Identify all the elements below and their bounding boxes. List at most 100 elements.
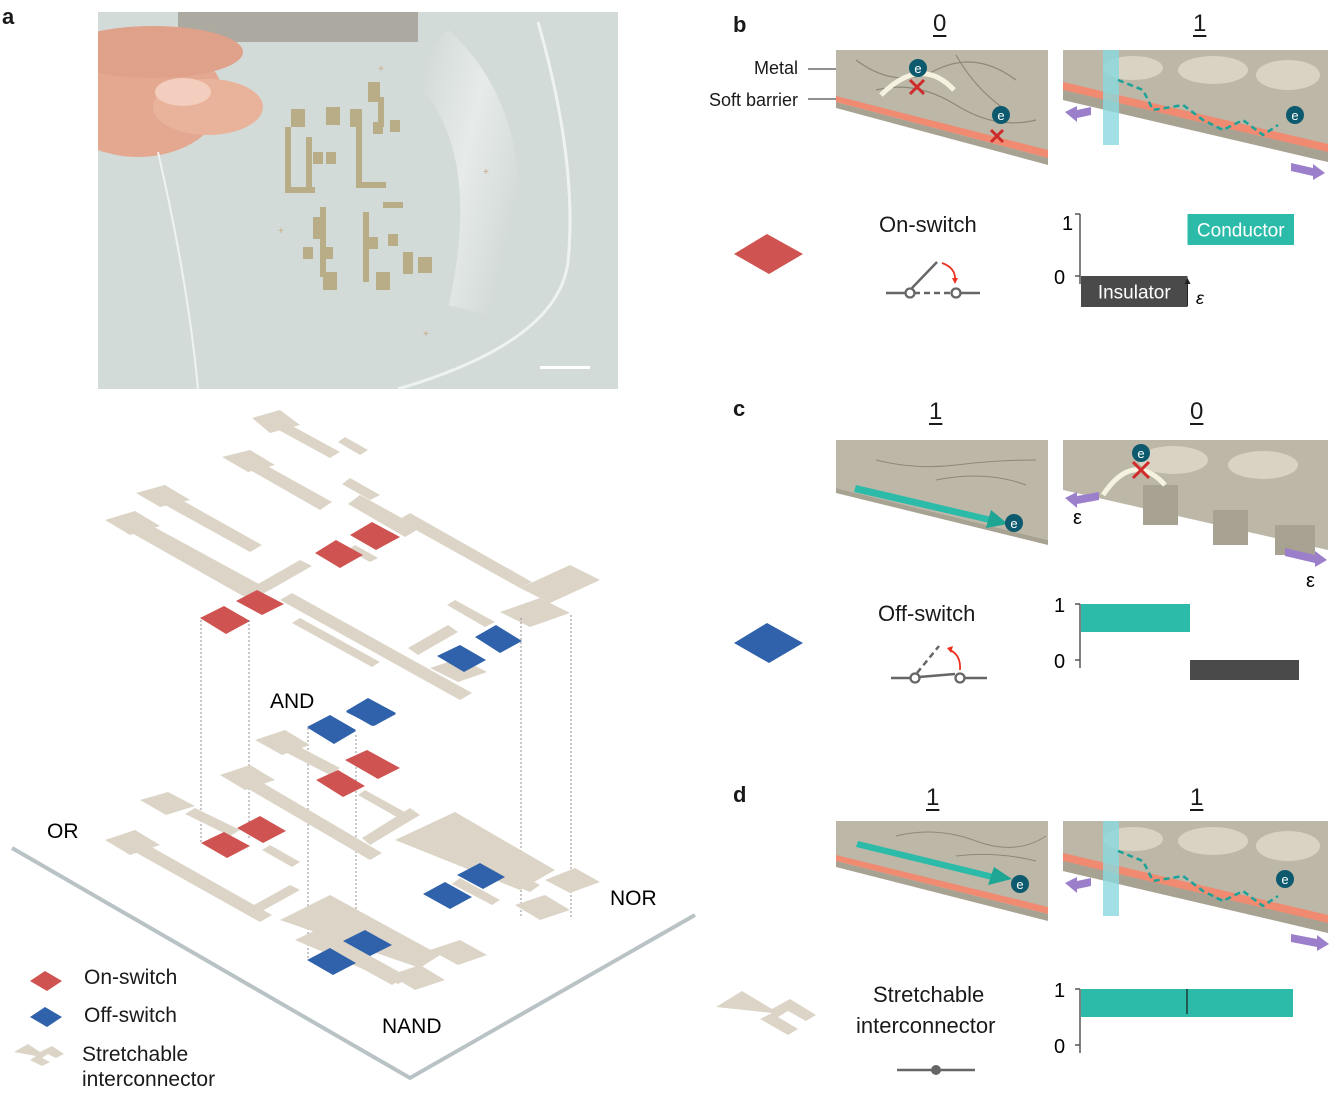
strain-label: ε — [1306, 570, 1315, 590]
off-switch-pad — [307, 715, 356, 742]
on-switch-pad — [345, 750, 400, 779]
off-switch-pad — [343, 930, 392, 956]
substrate-edge — [10, 846, 696, 1081]
on-switch-title: On-switch — [879, 212, 977, 237]
on-switch-pad — [350, 522, 400, 550]
interconnector-icon — [14, 1044, 64, 1066]
on-switch-diamond-icon — [734, 234, 803, 274]
gate-label-nor: NOR — [610, 887, 657, 910]
electron: e — [1010, 516, 1017, 531]
legend-off-switch: Off-switch — [84, 1004, 177, 1027]
photo-illustration: + + + + — [98, 12, 618, 389]
gate-label-or: OR — [47, 820, 79, 843]
state-d-left: 1 — [926, 784, 940, 811]
strain-arrow-right — [1291, 163, 1325, 180]
film-d-1: e — [836, 821, 1048, 921]
state-d-right: 1 — [1190, 784, 1204, 811]
panel-b-label: b — [733, 12, 747, 37]
alignment-marks: + + + + — [278, 64, 489, 340]
state-c-right: 0 — [1190, 398, 1204, 425]
off-switch-pad — [346, 700, 396, 726]
y-tick-1: 1 — [1054, 595, 1065, 617]
bar-label-insulator: Insulator — [1098, 283, 1172, 304]
svg-text:+: + — [423, 329, 429, 340]
film-b-1: e — [1063, 50, 1328, 180]
label-leader-lines — [808, 68, 840, 100]
on-switch-symbol-icon — [886, 261, 980, 299]
logic-gate-diagram: AND OR NOR NAND — [10, 410, 696, 1081]
gate-label-and: AND — [270, 690, 314, 713]
off-switch-diamond-icon — [734, 623, 803, 663]
off-switch-pad — [307, 948, 356, 975]
state-b-left: 0 — [933, 10, 947, 37]
bar-conductor — [1081, 989, 1187, 1017]
chart-off-switch: 1 0 — [1054, 595, 1299, 680]
circuit-photo: + + + + — [98, 12, 618, 389]
legend-on-switch: On-switch — [84, 966, 178, 989]
strain-arrow-left — [1065, 106, 1091, 122]
bar-insulator — [1081, 276, 1188, 307]
bar-conductor — [1187, 214, 1294, 245]
blue-diamond-icon — [30, 1007, 62, 1027]
electron: e — [1016, 877, 1023, 892]
label-soft-barrier: Soft barrier — [709, 90, 799, 110]
y-tick-0: 0 — [1054, 267, 1065, 289]
state-b-right: 1 — [1193, 10, 1207, 37]
on-switch-pad — [315, 540, 363, 568]
strain-label: ε — [1196, 288, 1205, 308]
film-b-0: e e — [836, 50, 1048, 165]
film-c-0: e ε ε — [1063, 440, 1328, 590]
y-tick-1: 1 — [1062, 213, 1073, 235]
label-metal: Metal — [754, 58, 799, 78]
interconnector-title-line2: interconnector — [856, 1013, 996, 1038]
strain-arrow-left — [1065, 492, 1099, 508]
off-switch-pad — [437, 645, 486, 672]
strain-arrow-right — [1285, 548, 1327, 567]
switch-layer-bottom — [201, 700, 505, 975]
off-switch-title: Off-switch — [878, 601, 976, 626]
bar-conductor — [1081, 604, 1190, 632]
svg-text:+: + — [278, 226, 284, 237]
legend-interconnector: Stretchable interconnector — [82, 1043, 216, 1091]
chart-on-switch: Insulator Conductor 1 0 ε — [1054, 213, 1294, 308]
strain-label: ε — [1073, 507, 1082, 529]
film-c-1: e — [836, 440, 1048, 545]
gold-circuits — [285, 82, 432, 290]
off-switch-pad — [423, 882, 472, 909]
svg-text:+: + — [378, 64, 384, 75]
off-switch-pad — [475, 625, 522, 653]
strain-arrow-left — [1065, 877, 1091, 893]
svg-text:+: + — [483, 167, 489, 178]
fingers — [98, 26, 263, 157]
gate-label-nand: NAND — [382, 1015, 442, 1038]
film-d-1b: e — [1063, 821, 1329, 951]
interconnector-symbol-icon — [897, 1065, 975, 1075]
on-switch-pad — [201, 832, 250, 858]
state-c-left: 1 — [929, 398, 943, 425]
on-switch-pad — [236, 590, 284, 615]
off-switch-symbol-icon — [891, 645, 987, 684]
interconnector-icon — [716, 991, 816, 1035]
electron: e — [1291, 108, 1298, 123]
panel-d-label: d — [733, 782, 747, 807]
scale-bar — [540, 366, 590, 369]
electron: e — [914, 61, 921, 76]
interconnector-layer-top — [105, 410, 600, 700]
off-switch-pad — [457, 863, 505, 889]
y-tick-0: 0 — [1054, 1036, 1065, 1058]
red-diamond-icon — [30, 971, 62, 991]
electron: e — [1281, 872, 1288, 887]
panel-a-label: a — [2, 4, 15, 29]
panel-c-label: c — [733, 396, 746, 421]
bar-label-conductor: Conductor — [1197, 221, 1285, 242]
interconnector-layer-bottom — [105, 730, 600, 990]
chart-interconnector: 1 0 — [1054, 980, 1293, 1058]
y-tick-1: 1 — [1054, 980, 1065, 1002]
bar-insulator — [1190, 660, 1299, 680]
electron: e — [1137, 446, 1144, 461]
interconnector-title-line1: Stretchable — [873, 982, 985, 1007]
strain-arrow-right — [1291, 934, 1329, 951]
electron: e — [997, 108, 1004, 123]
on-switch-pad — [200, 606, 250, 634]
strain-arrowhead — [1184, 278, 1191, 284]
